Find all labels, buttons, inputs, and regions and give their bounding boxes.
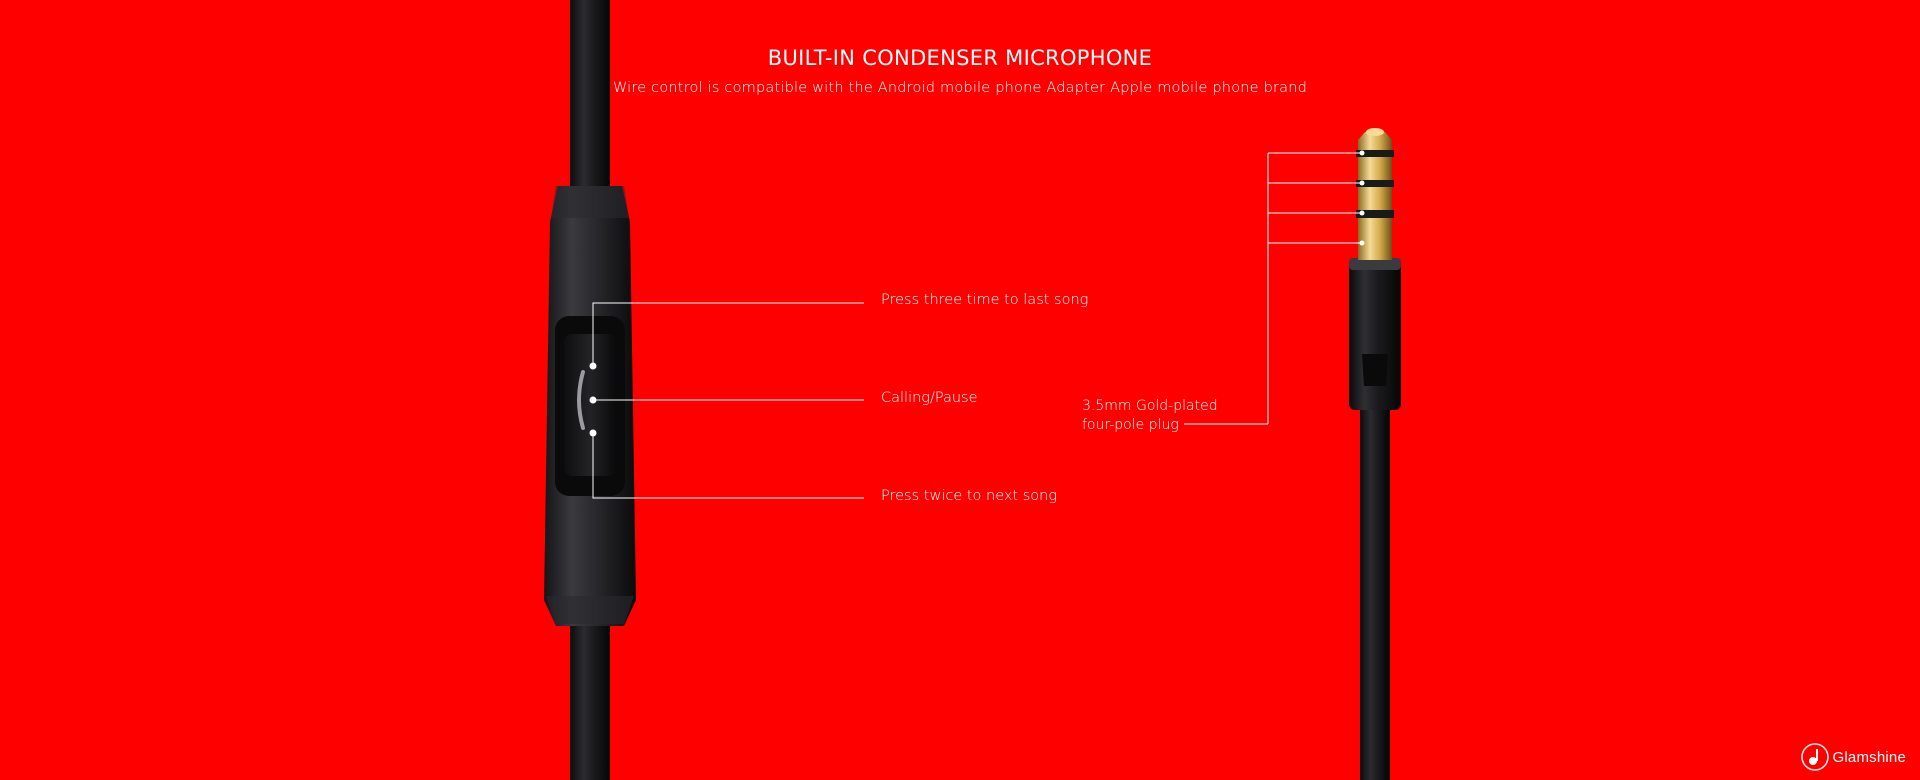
headline-title: BUILT-IN CONDENSER MICROPHONE — [767, 46, 1153, 70]
plug-housing-ring — [1349, 258, 1401, 270]
plug-dot-ring1 — [1359, 180, 1365, 186]
plug-tip-cap — [1366, 128, 1384, 136]
plug-ring-2 — [1358, 186, 1392, 210]
plug-housing — [1349, 258, 1401, 410]
remote-bottom-collar — [546, 596, 634, 624]
plug-dot-ring2 — [1359, 210, 1365, 216]
plug-label: 3.5mm Gold-plated four-pole plug — [1082, 397, 1218, 435]
remote-top-collar — [551, 186, 629, 218]
plug-sleeve — [1358, 218, 1392, 260]
right-cable — [1360, 400, 1390, 780]
plug-housing-notch — [1362, 354, 1388, 386]
plug-dot-sleeve — [1359, 240, 1365, 246]
headline-subtitle: Wire control is compatible with the Andr… — [612, 80, 1308, 96]
leader-three-press — [592, 302, 864, 366]
pointer-dot-top — [589, 362, 597, 370]
pointer-dot-bottom — [589, 429, 597, 437]
plug-ring-insulator-3 — [1356, 210, 1394, 218]
plug-dot-tip — [1359, 150, 1365, 156]
music-note-logo-icon — [1800, 743, 1829, 771]
leader-double-press — [592, 433, 864, 499]
pointer-dot-middle — [589, 396, 597, 404]
label-double-press: Press twice to next song — [881, 488, 1058, 504]
label-three-press: Press three time to last song — [881, 292, 1089, 308]
brand-logo: Glamshine — [1800, 742, 1907, 772]
plug-ring-insulator-2 — [1356, 180, 1394, 187]
left-cable-top — [570, 0, 610, 190]
plug-label-line1: 3.5mm Gold-plated — [1082, 398, 1218, 414]
plug-label-line2: four-pole plug — [1082, 417, 1179, 433]
phone-icon — [577, 370, 585, 430]
label-single-press: Calling/Pause — [881, 390, 978, 406]
plug-ring-1 — [1358, 156, 1392, 180]
brand-name: Glamshine — [1832, 748, 1906, 766]
left-cable-bottom — [570, 620, 610, 780]
plug-ring-insulator-1 — [1356, 150, 1394, 157]
remote-button — [564, 334, 616, 476]
plug-tip — [1358, 130, 1392, 150]
